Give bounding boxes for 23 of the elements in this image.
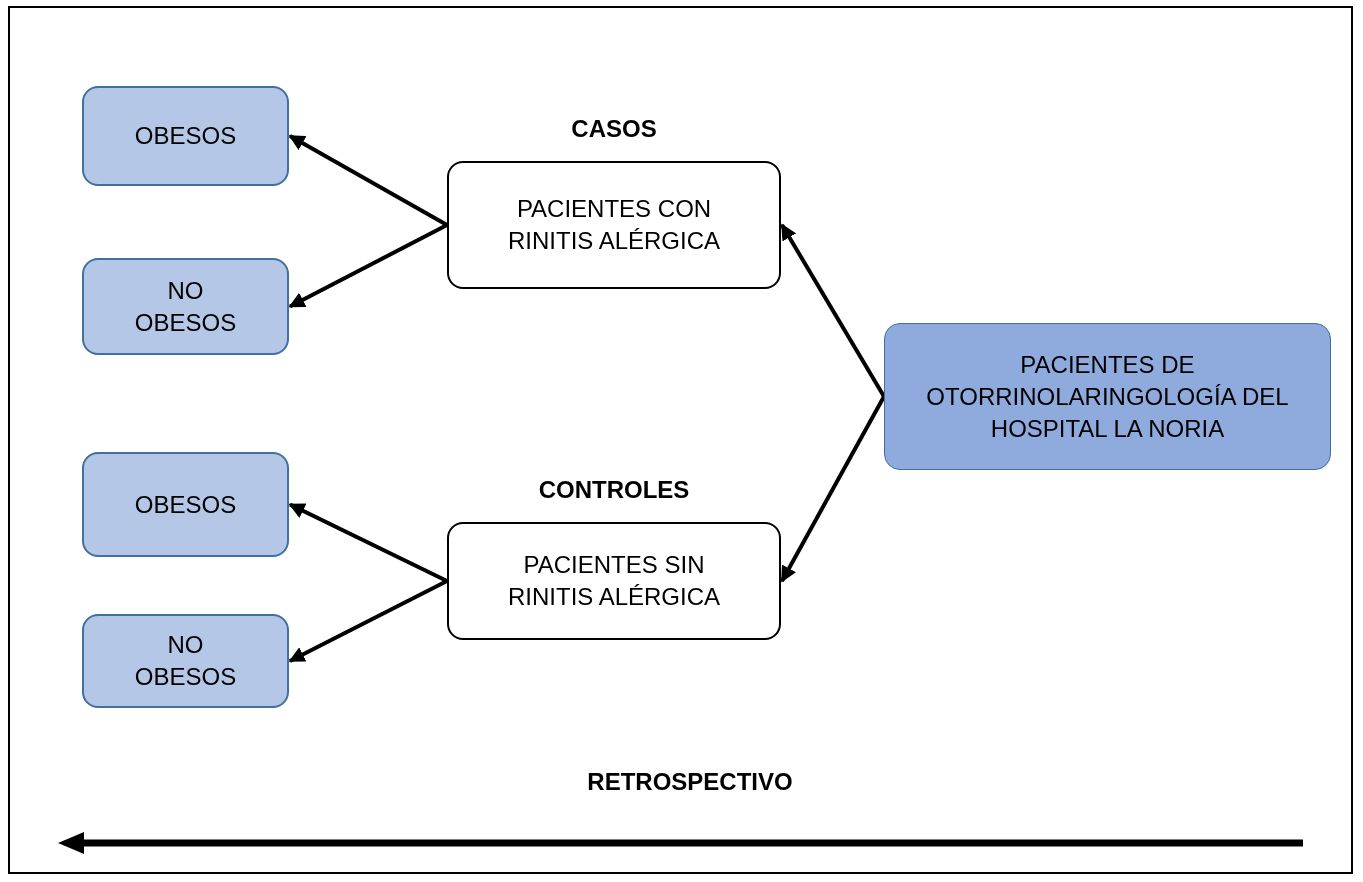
group-box	[447, 522, 781, 640]
node-text: OBESOS	[134, 489, 237, 520]
arrow	[288, 502, 448, 583]
node-caption: CASOS	[571, 115, 657, 143]
outcome-box	[82, 86, 289, 186]
node-text: NO OBESOS	[134, 630, 237, 692]
arrow	[288, 134, 448, 227]
arrow	[780, 395, 886, 583]
arrow	[288, 579, 448, 663]
arrow	[288, 223, 448, 309]
outcome-box	[82, 258, 289, 355]
timeline-label: RETROSPECTIVO	[587, 768, 793, 796]
node-text: PACIENTES CON RINITIS ALÉRGICA	[506, 194, 722, 256]
node-caption: CONTROLES	[538, 476, 690, 504]
node-text: PACIENTES SIN RINITIS ALÉRGICA	[506, 550, 722, 612]
arrow	[780, 223, 886, 398]
source-box	[884, 323, 1331, 470]
outcome-box	[82, 614, 289, 708]
outcome-box	[82, 452, 289, 557]
node-text: NO OBESOS	[134, 275, 237, 338]
node-text: PACIENTES DE OTORRINOLARINGOLOGÍA DEL HOSPITAL LA NORIA	[925, 349, 1290, 444]
group-box	[447, 161, 781, 289]
node-text: OBESOS	[134, 121, 237, 151]
